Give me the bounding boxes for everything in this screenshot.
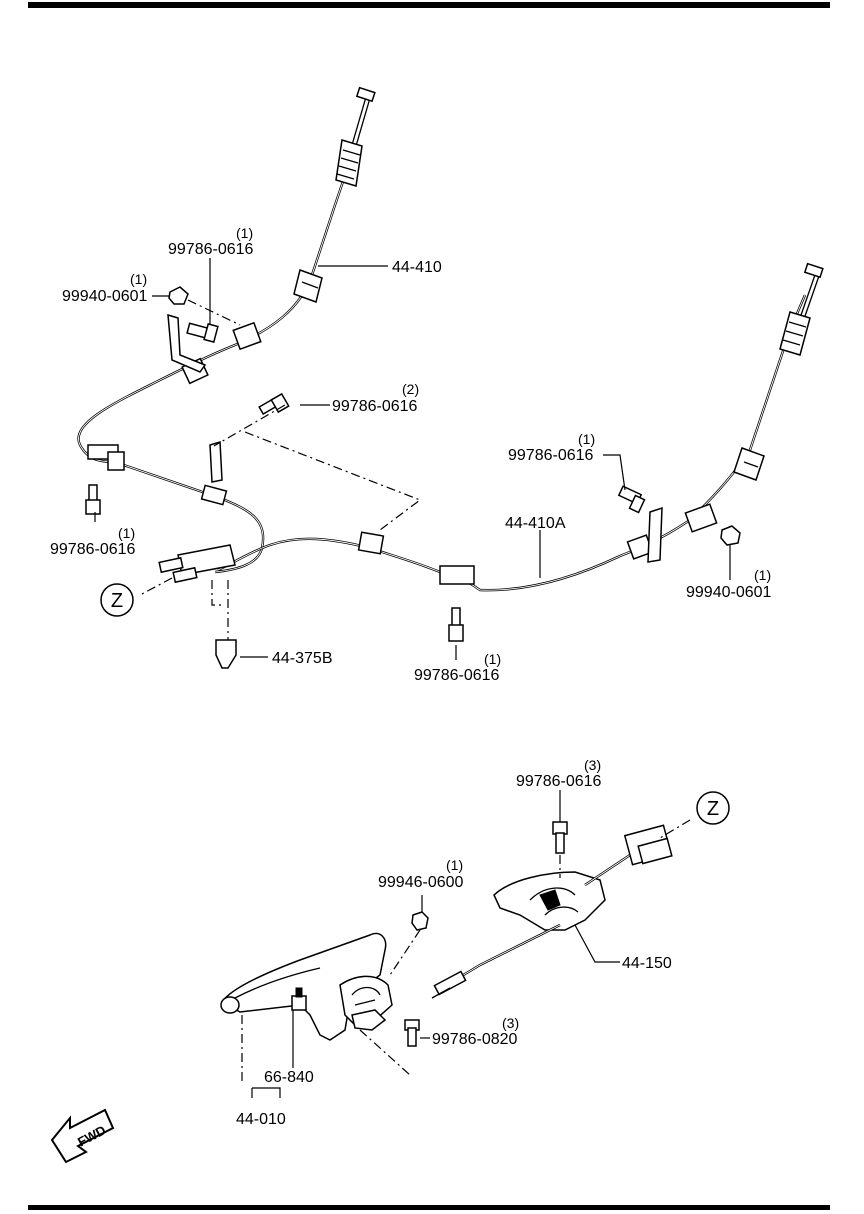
bottom-border — [28, 1205, 830, 1210]
label-fastener-7: 99786-0616 — [414, 667, 500, 684]
label-clip: 44-375B — [272, 650, 333, 667]
qty-fastener-2: (1) — [130, 271, 147, 287]
label-fastener-9: 99946-0600 — [378, 874, 464, 891]
qty-fastener-3: (2) — [402, 381, 419, 397]
label-fastener-2: 99940-0601 — [62, 288, 148, 305]
qty-fastener-5: (1) — [118, 525, 135, 541]
labels: 44-410 (1) 99786-0616 (1) 99940-0601 (2)… — [50, 225, 772, 1128]
qty-fastener-6: (1) — [754, 567, 771, 583]
label-knob: 66-840 — [264, 1069, 314, 1086]
qty-fastener-8: (3) — [584, 757, 601, 773]
label-fastener-4: 99786-0616 — [508, 447, 594, 464]
qty-fastener-4: (1) — [578, 431, 595, 447]
label-cable-right: 44-410 — [392, 259, 442, 276]
label-fastener-1: 99786-0616 — [168, 241, 254, 258]
label-fastener-5: 99786-0616 — [50, 541, 136, 558]
qty-fastener-7: (1) — [484, 651, 501, 667]
reference-mark-z-lower: Z — [696, 791, 730, 825]
lever-assembly — [220, 911, 429, 1047]
equalizer-assembly — [431, 821, 673, 999]
label-equalizer: 44-150 — [622, 955, 672, 972]
cable-right-assembly — [77, 86, 376, 574]
z-label-lower: Z — [707, 798, 719, 820]
cable-left-assembly — [158, 262, 824, 592]
label-lever-assembly: 44-010 — [236, 1111, 286, 1128]
label-cable-left: 44-410A — [505, 515, 566, 532]
z-label-upper: Z — [111, 590, 123, 612]
qty-fastener-9: (1) — [446, 857, 463, 873]
label-fastener-6: 99940-0601 — [686, 584, 772, 601]
fasteners-upper — [85, 286, 741, 669]
reference-mark-z-upper: Z — [100, 583, 134, 617]
dashed-leaders-lower — [241, 819, 691, 1085]
label-fastener-8: 99786-0616 — [516, 773, 602, 790]
label-fastener-3: 99786-0616 — [332, 398, 418, 415]
qty-fastener-10: (3) — [502, 1015, 519, 1031]
qty-fastener-1: (1) — [236, 225, 253, 241]
fwd-arrow-icon: FWD — [50, 1108, 115, 1164]
top-border — [28, 2, 830, 8]
dashed-leaders-upper — [139, 299, 422, 640]
label-fastener-10: 99786-0820 — [432, 1031, 518, 1048]
leader-lines — [94, 258, 731, 1098]
